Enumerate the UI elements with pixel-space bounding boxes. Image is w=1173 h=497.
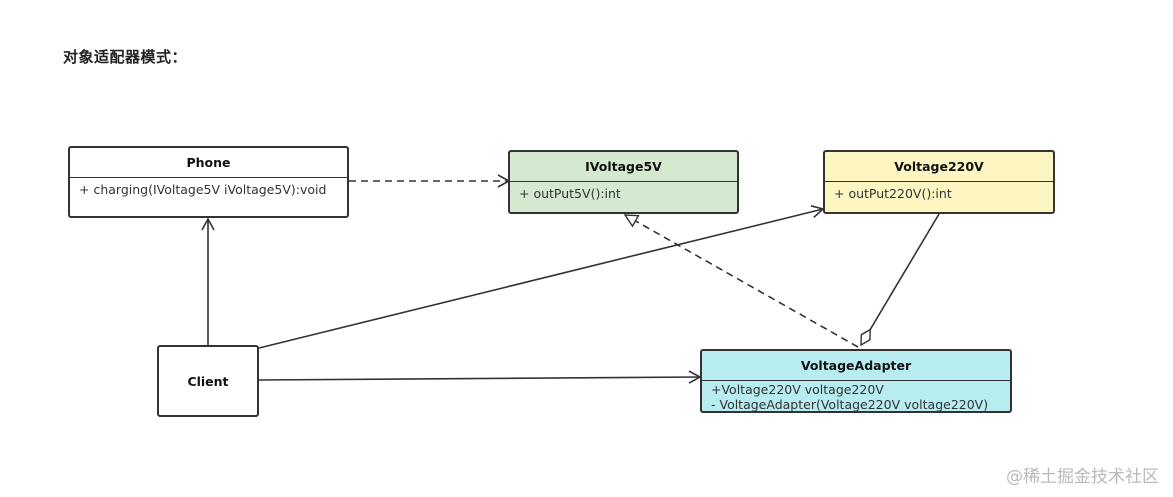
voltage220v-class-name: Voltage220V [825, 152, 1053, 182]
voltage220v-method: + outPut220V():int [834, 186, 952, 201]
ivoltage5v-class[interactable]: IVoltage5V + outPut5V():int [508, 150, 739, 214]
client-label: Client [187, 373, 229, 389]
phone-class-name: Phone [70, 148, 347, 178]
client-to-voltage220v-association [258, 205, 825, 349]
adapter-aggregates-voltage220v [861, 213, 940, 345]
voltage-adapter-class-members: +Voltage220V voltage220V - VoltageAdapte… [702, 381, 1010, 413]
voltage-adapter-class[interactable]: VoltageAdapter +Voltage220V voltage220V … [700, 349, 1012, 413]
client-to-adapter-association [258, 370, 702, 384]
ivoltage5v-method: + outPut5V():int [519, 186, 621, 201]
client-box[interactable]: Client [157, 345, 259, 417]
ivoltage5v-class-methods: + outPut5V():int [510, 182, 737, 206]
voltage220v-class[interactable]: Voltage220V + outPut220V():int [823, 150, 1055, 214]
ivoltage5v-class-name: IVoltage5V [510, 152, 737, 182]
adapter-constructor: - VoltageAdapter(Voltage220V voltage220V… [711, 397, 989, 412]
voltage220v-class-methods: + outPut220V():int [825, 182, 1053, 206]
adapter-implements-ivoltage5v [623, 214, 859, 348]
phone-class[interactable]: Phone + charging(IVoltage5V iVoltage5V):… [68, 146, 349, 218]
adapter-field: +Voltage220V voltage220V [711, 382, 884, 397]
phone-class-methods: + charging(IVoltage5V iVoltage5V):void [70, 178, 347, 202]
watermark: @稀土掘金技术社区 [1006, 467, 1159, 487]
voltage-adapter-class-name: VoltageAdapter [702, 351, 1010, 381]
phone-method: + charging(IVoltage5V iVoltage5V):void [79, 182, 327, 197]
page-title: 对象适配器模式： [63, 48, 188, 66]
